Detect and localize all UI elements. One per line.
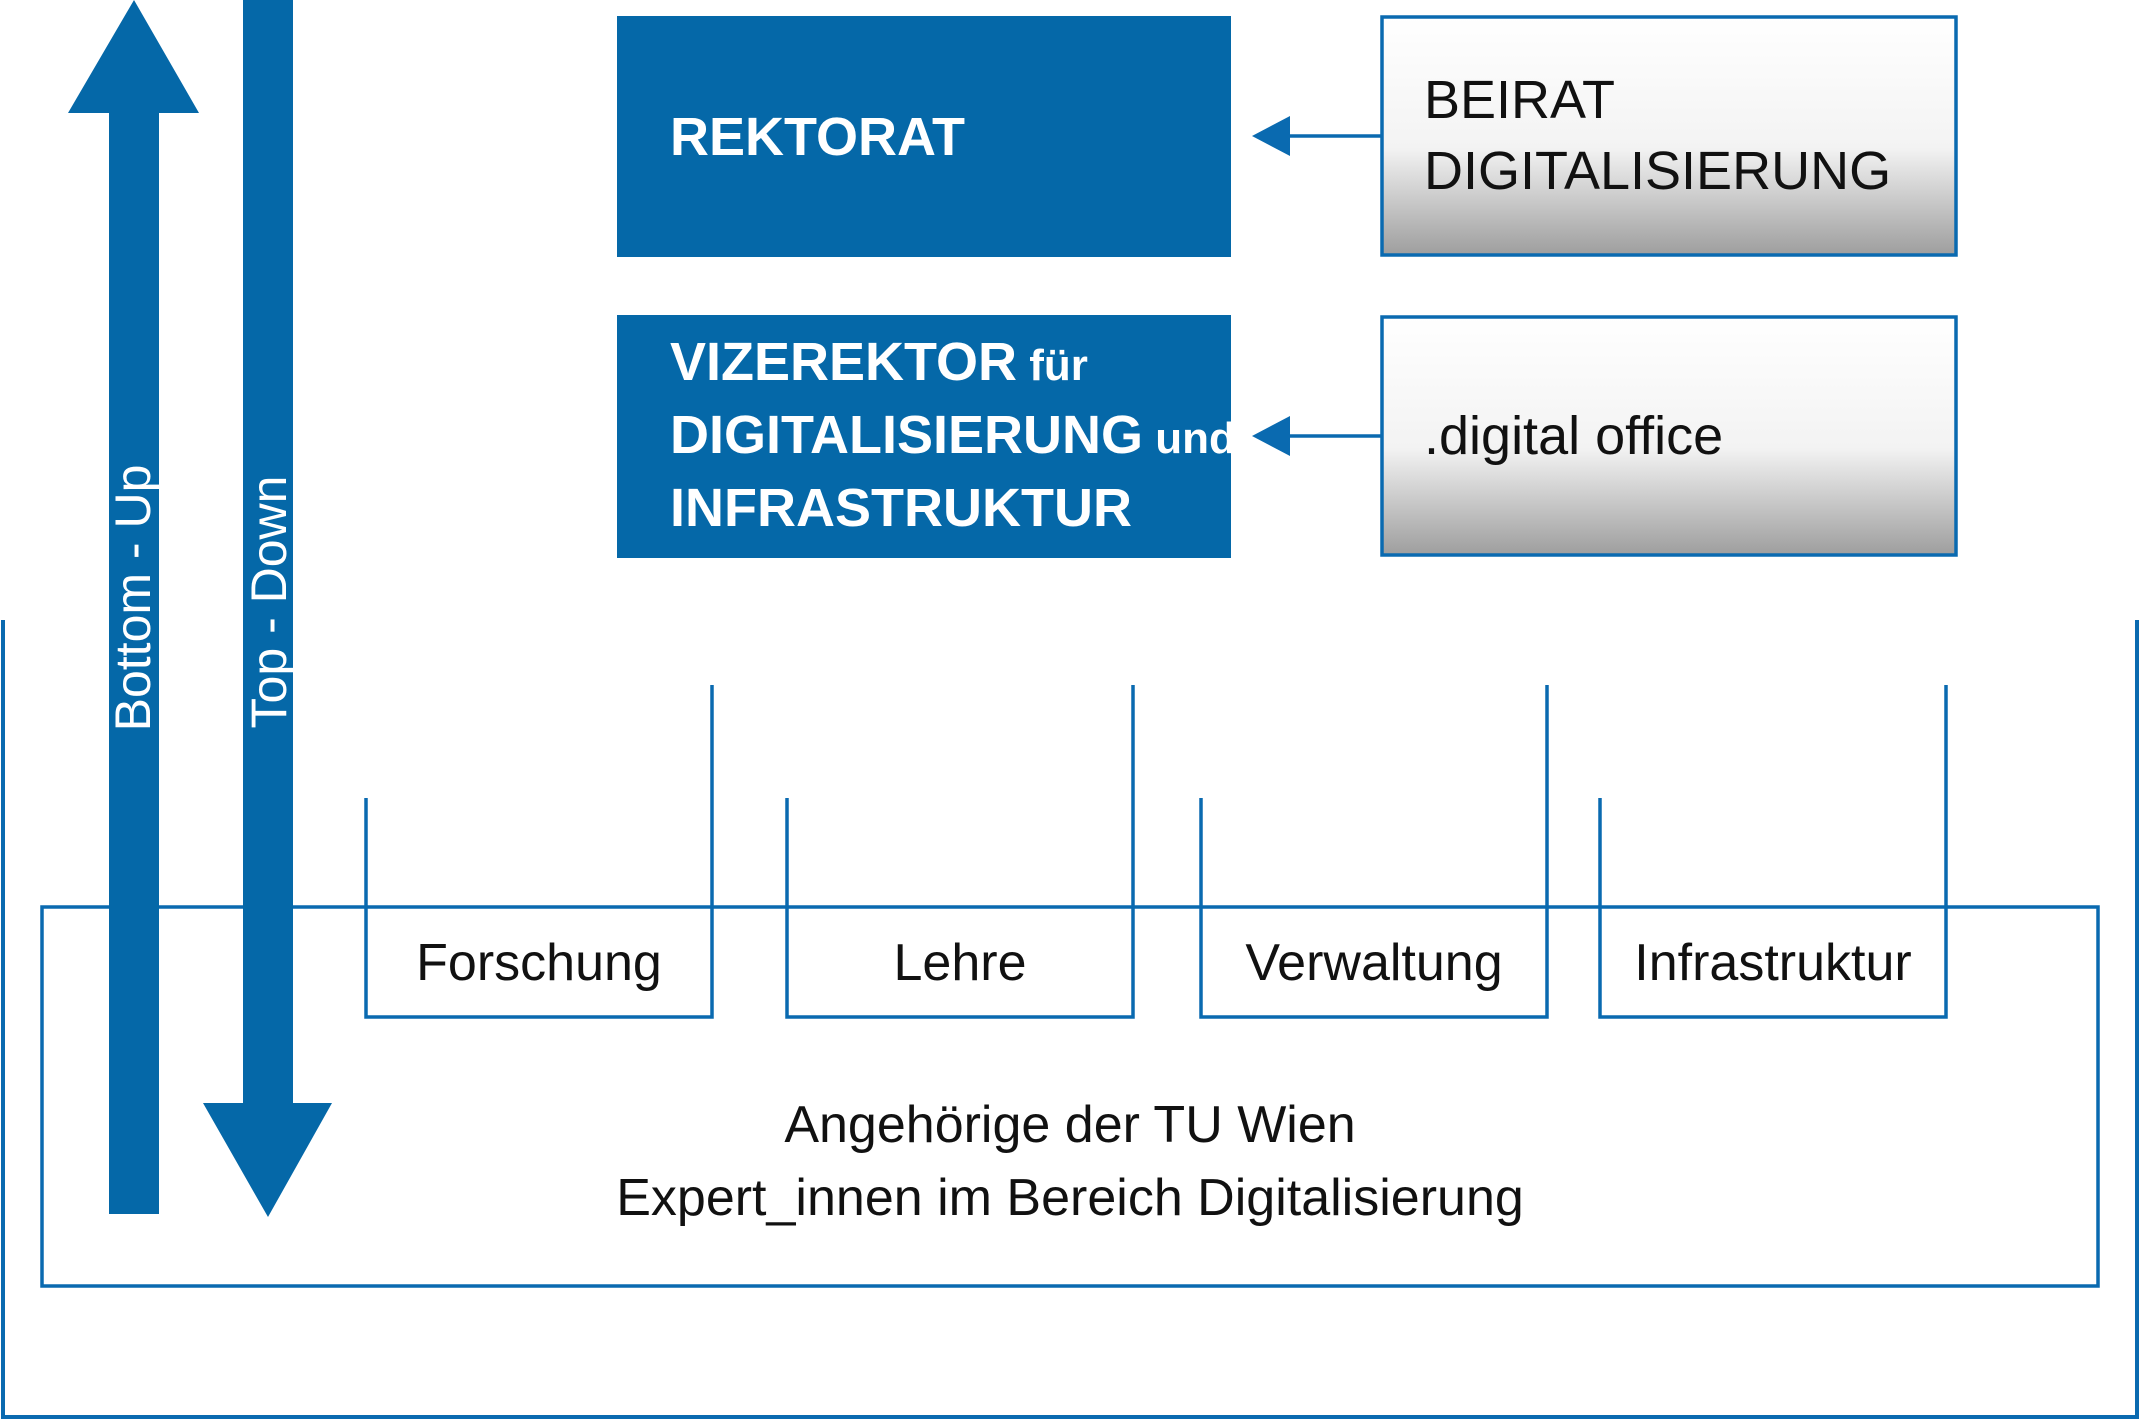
digital-office-label: .digital office [1424,406,1723,466]
arrow-left-head-icon [1252,116,1290,156]
area-connector-left [785,685,1135,1019]
vizerektor-line-3: INFRASTRUKTUR [670,478,1132,538]
vizerektor-bg [617,315,1231,558]
bottom-up-label: Bottom - Up [105,465,161,732]
beirat-bg [1380,15,1958,257]
area-label: Forschung [416,934,662,992]
vizerektor-keyword: INFRASTRUKTUR [670,478,1132,538]
rektorat-box: REKTORAT [617,16,1231,257]
vizerektor-connector-word: für [1017,341,1088,390]
top-down-arrow: Top - Down [203,0,332,1217]
vizerektor-line-2: DIGITALISIERUNG und [670,405,1236,465]
area-connector-left [1199,685,1549,1019]
area-forschung: Forschung [364,685,714,1019]
members-box [40,905,2100,1288]
area-connector-left [364,685,714,1019]
beirat-line-2: DIGITALISIERUNG [1424,141,1891,201]
rektorat-label: REKTORAT [670,107,965,167]
area-lehre: Lehre [785,685,1135,1019]
area-label: Lehre [894,934,1027,992]
area-infrastruktur: Infrastruktur [1598,685,1948,1019]
vizerektor-keyword: VIZEREKTOR [670,332,1017,392]
vizerektor-line-1: VIZEREKTOR für [670,332,1088,392]
bottom-up-arrow: Bottom - Up [68,0,199,1214]
beirat-line-1: BEIRAT [1424,70,1615,130]
top-down-label: Top - Down [241,476,297,729]
area-verwaltung: Verwaltung [1199,685,1549,1019]
digital-office-bg [1380,315,1958,557]
office-to-vizerektor-arrow [1252,416,1382,456]
arrow-left-head-icon [1252,416,1290,456]
outer-frame [1,620,2139,1419]
members-line-2: Expert_innen im Bereich Digitalisierung [616,1169,1524,1227]
digital-office-box: .digital office [1380,315,1958,557]
arrow-down-shape [203,0,332,1217]
beirat-to-rektorat-arrow [1252,116,1382,156]
area-label: Infrastruktur [1634,934,1911,992]
area-label: Verwaltung [1245,934,1502,992]
arrow-up-shape [68,0,199,1214]
beirat-box: BEIRAT DIGITALISIERUNG [1380,15,1958,257]
vizerektor-box: VIZEREKTOR für DIGITALISIERUNG und INFRA… [617,315,1236,558]
area-connector-left [1598,685,1948,1019]
rektorat-bg [617,16,1231,257]
vizerektor-keyword: DIGITALISIERUNG [670,405,1143,465]
members-line-1: Angehörige der TU Wien [784,1096,1355,1154]
vizerektor-connector-word: und [1143,414,1236,463]
